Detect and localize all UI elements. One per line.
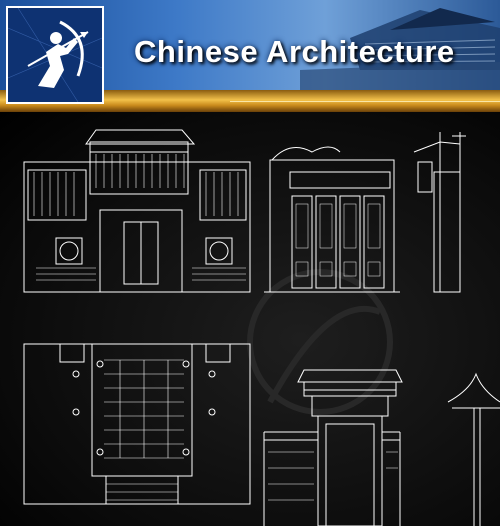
page-title: Chinese Architecture bbox=[134, 34, 455, 69]
gate-plan-drawing bbox=[23, 343, 251, 505]
archway-gate-drawing bbox=[263, 369, 403, 526]
gold-stripe-line bbox=[230, 101, 500, 102]
roof-photo-decoration bbox=[300, 8, 500, 96]
drawing-canvas bbox=[0, 112, 500, 526]
side-section-drawing bbox=[413, 132, 466, 293]
door-panel-elevation-drawing bbox=[264, 146, 400, 293]
watermark-archer-icon bbox=[247, 269, 393, 415]
archer-logo-icon bbox=[6, 6, 104, 104]
gate-elevation-drawing bbox=[23, 129, 251, 293]
pavilion-post-drawing bbox=[447, 372, 500, 526]
cad-drawings bbox=[23, 129, 500, 526]
